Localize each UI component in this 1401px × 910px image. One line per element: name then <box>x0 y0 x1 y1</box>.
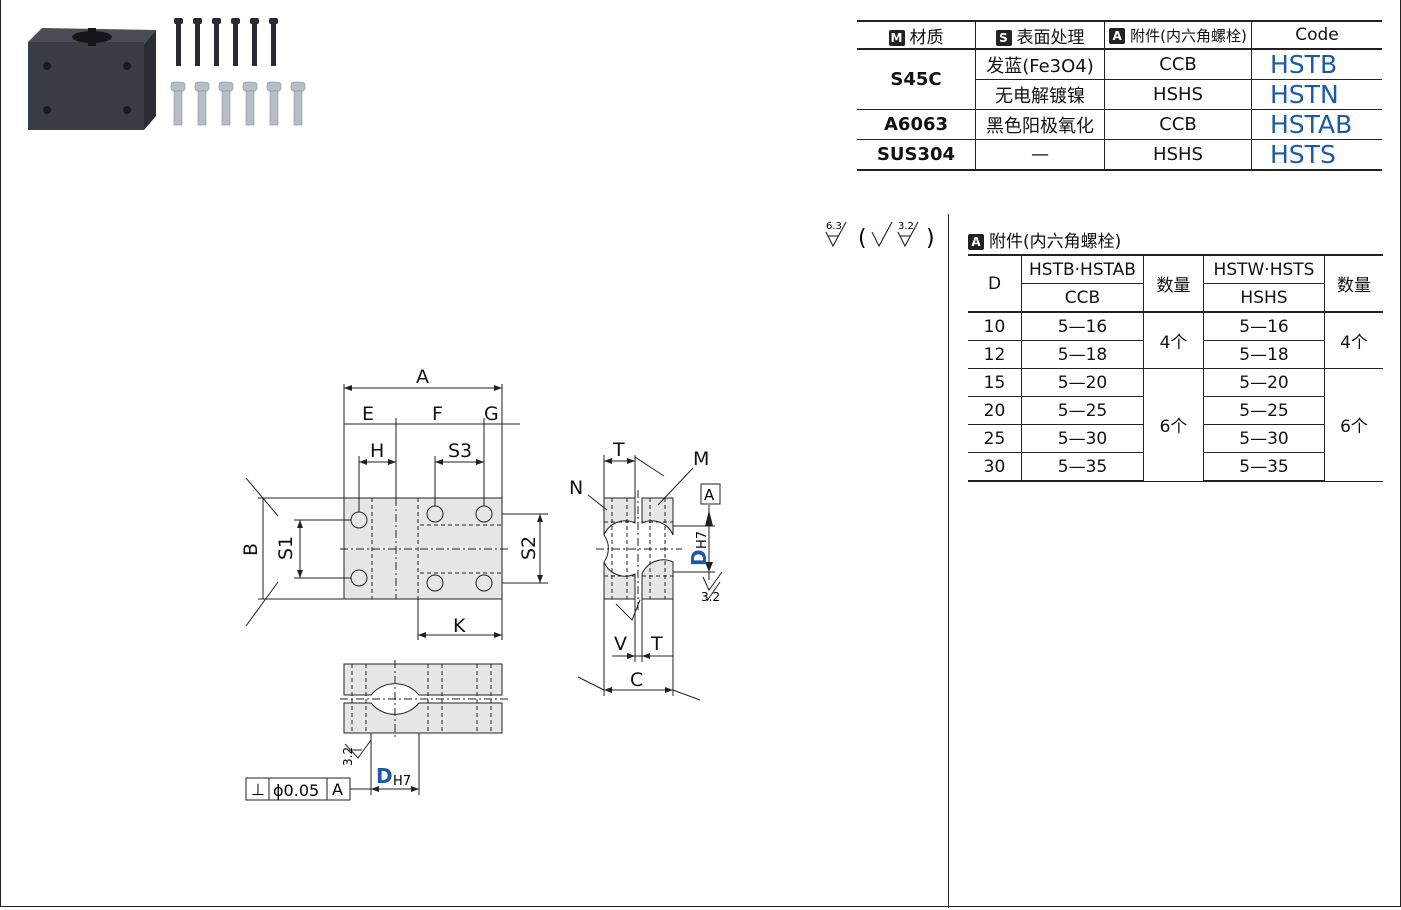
rough-front: 3.2 <box>341 747 355 766</box>
dim-s3: S3 <box>448 440 472 462</box>
g1-cell: 5—25 <box>1021 396 1144 425</box>
g2-cell: 5—25 <box>1203 396 1325 425</box>
datum-label: A <box>704 486 715 504</box>
finish-cell: — <box>975 139 1105 171</box>
finish-secondary: 3.2 <box>898 221 914 232</box>
dim-h: H <box>370 440 384 462</box>
col-g2-top: HSTW·HSTS <box>1203 254 1325 284</box>
col-qty: 数量 <box>1143 254 1204 313</box>
dim-a: A <box>416 366 429 388</box>
tolerance-value: ϕ0.05 <box>273 781 319 800</box>
code-link[interactable]: HSTB <box>1251 49 1382 80</box>
code-link[interactable]: HSTAB <box>1251 109 1382 140</box>
technical-drawing: A E F G H S3 K T M N V T C B S1 S2 A 3.2… <box>240 366 723 801</box>
dim-s1: S1 <box>275 536 297 560</box>
d-cell: 10 <box>968 312 1022 341</box>
g1-cell: 5—35 <box>1021 452 1144 482</box>
dim-d-side: D <box>687 549 711 566</box>
qty2-cell: 6个 <box>1324 368 1383 482</box>
dim-h7-side: H7 <box>695 531 710 549</box>
finish-cell: 黑色阳极氧化 <box>975 109 1105 140</box>
svg-text:(: ( <box>858 226 867 251</box>
material-cell: S45C <box>857 49 976 110</box>
dim-c: C <box>630 669 643 691</box>
dim-d-front: D <box>376 764 393 788</box>
g1-cell: 5—30 <box>1021 424 1144 453</box>
d-cell: 25 <box>968 424 1022 453</box>
g2-cell: 5—18 <box>1203 340 1325 369</box>
dim-g: G <box>484 403 499 425</box>
g2-cell: 5—20 <box>1203 368 1325 397</box>
finish-primary: 6.3 <box>826 221 842 232</box>
accessory-cell: HSHS <box>1104 79 1252 110</box>
g1-cell: 5—18 <box>1021 340 1144 369</box>
g1-cell: 5—20 <box>1021 368 1144 397</box>
qty-cell: 6个 <box>1143 368 1204 482</box>
qty2-cell: 4个 <box>1324 312 1383 369</box>
finish-cell: 无电解镀镍 <box>975 79 1105 110</box>
col-g2-bottom: HSHS <box>1203 283 1325 313</box>
accessory-cell: CCB <box>1104 109 1252 140</box>
g2-cell: 5—30 <box>1203 424 1325 453</box>
header-code: Code <box>1251 20 1382 50</box>
col-g1-bottom: CCB <box>1021 283 1144 313</box>
vertical-divider <box>948 214 949 908</box>
col-d: D <box>968 254 1022 313</box>
material-cell: A6063 <box>857 109 976 140</box>
col-qty2: 数量 <box>1324 254 1383 313</box>
accessory-table: D HSTB·HSTAB 数量 HSTW·HSTS 数量 CCB HSHS 10… <box>968 254 1383 482</box>
d-cell: 15 <box>968 368 1022 397</box>
accessory-cell: CCB <box>1104 49 1252 80</box>
rough-side: 3.2 <box>701 590 720 604</box>
dim-s2: S2 <box>518 536 540 560</box>
dim-t-bottom: T <box>650 633 663 655</box>
col-g1-top: HSTB·HSTAB <box>1021 254 1144 284</box>
code-link[interactable]: HSTN <box>1251 79 1382 110</box>
dim-e: E <box>362 403 374 425</box>
material-cell: SUS304 <box>857 139 976 171</box>
surface-finish-symbol: 6.3 ( 3.2 ) <box>825 221 935 251</box>
dim-f: F <box>432 403 443 425</box>
finish-cell: 发蓝(Fe3O4) <box>975 49 1105 80</box>
dim-v: V <box>614 633 627 655</box>
dim-k: K <box>453 615 466 637</box>
tolerance-datum: A <box>332 780 343 799</box>
dim-h7-front: H7 <box>393 774 411 789</box>
qty-cell: 4个 <box>1143 312 1204 369</box>
svg-text:): ) <box>926 226 935 251</box>
dim-b: B <box>240 543 262 556</box>
g2-cell: 5—16 <box>1203 312 1325 341</box>
dim-t-top: T <box>612 439 625 461</box>
product-photo <box>28 18 306 130</box>
d-cell: 12 <box>968 340 1022 369</box>
perpendicularity-symbol: ⊥ <box>251 780 265 799</box>
d-cell: 30 <box>968 452 1022 482</box>
accessory-cell: HSHS <box>1104 139 1252 171</box>
g1-cell: 5—16 <box>1021 312 1144 341</box>
dim-n: N <box>569 477 583 499</box>
g2-cell: 5—35 <box>1203 452 1325 482</box>
dim-m: M <box>693 448 709 470</box>
d-cell: 20 <box>968 396 1022 425</box>
code-link[interactable]: HSTS <box>1251 139 1382 171</box>
